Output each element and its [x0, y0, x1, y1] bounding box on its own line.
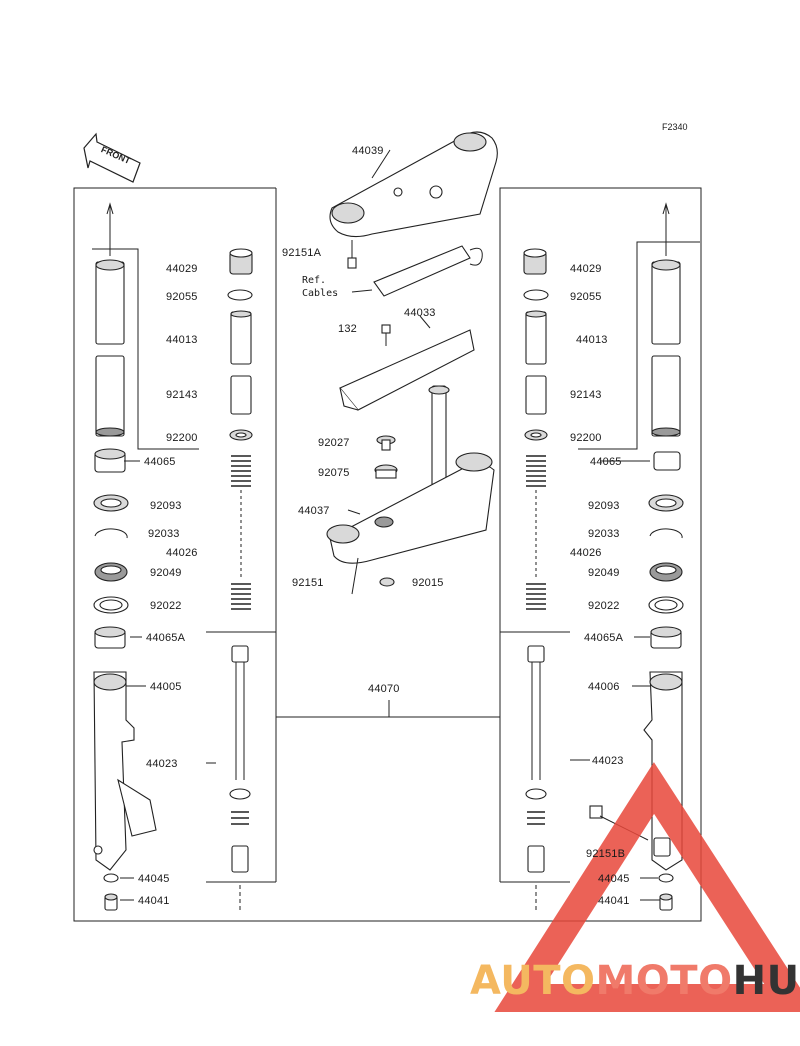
- watermark-word-moto: MOTO: [595, 958, 733, 1004]
- right-damper-parts: [523, 248, 649, 912]
- watermark-word-auto: AUTO: [470, 958, 596, 1004]
- label-c-44039: 44039: [352, 145, 384, 157]
- label-r-44029: 44029: [570, 263, 602, 275]
- label-l-44005: 44005: [150, 681, 182, 693]
- watermark-word-hub: HUB: [732, 958, 800, 1004]
- label-l-44013: 44013: [166, 334, 198, 346]
- left-fork-parts: [93, 202, 157, 911]
- right-fork-parts: [600, 202, 684, 911]
- watermark-text: AUTOMOTOHUB: [470, 958, 800, 1004]
- label-l-92055: 92055: [166, 291, 198, 303]
- label-c-92027: 92027: [318, 437, 350, 449]
- label-r-44023: 44023: [592, 755, 624, 767]
- label-r-44026: 44026: [570, 547, 602, 559]
- label-cables: Cables: [302, 288, 338, 299]
- label-l-44026: 44026: [166, 547, 198, 559]
- label-r-44045: 44045: [598, 873, 630, 885]
- label-l-92093: 92093: [150, 500, 182, 512]
- label-r-44065a: 44065A: [584, 632, 624, 644]
- assembly-outlines: [73, 187, 702, 922]
- label-r-92033: 92033: [588, 528, 620, 540]
- label-r-92151b: 92151B: [586, 848, 625, 860]
- label-c-92151a: 92151A: [282, 247, 322, 259]
- label-l-92200: 92200: [166, 432, 198, 444]
- label-r-44013: 44013: [576, 334, 608, 346]
- label-ref: Ref.: [302, 275, 326, 286]
- label-r-92049: 92049: [588, 567, 620, 579]
- label-l-44041: 44041: [138, 895, 170, 907]
- label-l-92033: 92033: [148, 528, 180, 540]
- label-l-44065a: 44065A: [146, 632, 186, 644]
- label-r-92200: 92200: [570, 432, 602, 444]
- label-l-44023: 44023: [146, 758, 178, 770]
- watermark-logo: [494, 762, 800, 1012]
- label-r-92022: 92022: [588, 600, 620, 612]
- part-labels: 44029 92055 44013 92143 92200 44065 9209…: [138, 145, 630, 907]
- label-r-44041: 44041: [598, 895, 630, 907]
- steering-parts: [326, 131, 498, 595]
- label-r-44006: 44006: [588, 681, 620, 693]
- label-l-92049: 92049: [150, 567, 182, 579]
- label-c-44070: 44070: [368, 683, 400, 695]
- label-l-92022: 92022: [150, 600, 182, 612]
- label-l-44045: 44045: [138, 873, 170, 885]
- label-l-44065: 44065: [144, 456, 176, 468]
- label-l-44029: 44029: [166, 263, 198, 275]
- label-r-44065: 44065: [590, 456, 622, 468]
- label-l-92143: 92143: [166, 389, 198, 401]
- figure-code: F2340: [662, 122, 688, 132]
- label-c-92075: 92075: [318, 467, 350, 479]
- label-c-132: 132: [338, 323, 357, 335]
- label-c-44037: 44037: [298, 505, 330, 517]
- label-c-44033: 44033: [404, 307, 436, 319]
- label-r-92055: 92055: [570, 291, 602, 303]
- label-r-92143: 92143: [570, 389, 602, 401]
- left-damper-parts: [206, 248, 253, 912]
- label-c-92151: 92151: [292, 577, 324, 589]
- label-c-92015: 92015: [412, 577, 444, 589]
- front-arrow-icon: FRONT: [83, 132, 141, 183]
- label-r-92093: 92093: [588, 500, 620, 512]
